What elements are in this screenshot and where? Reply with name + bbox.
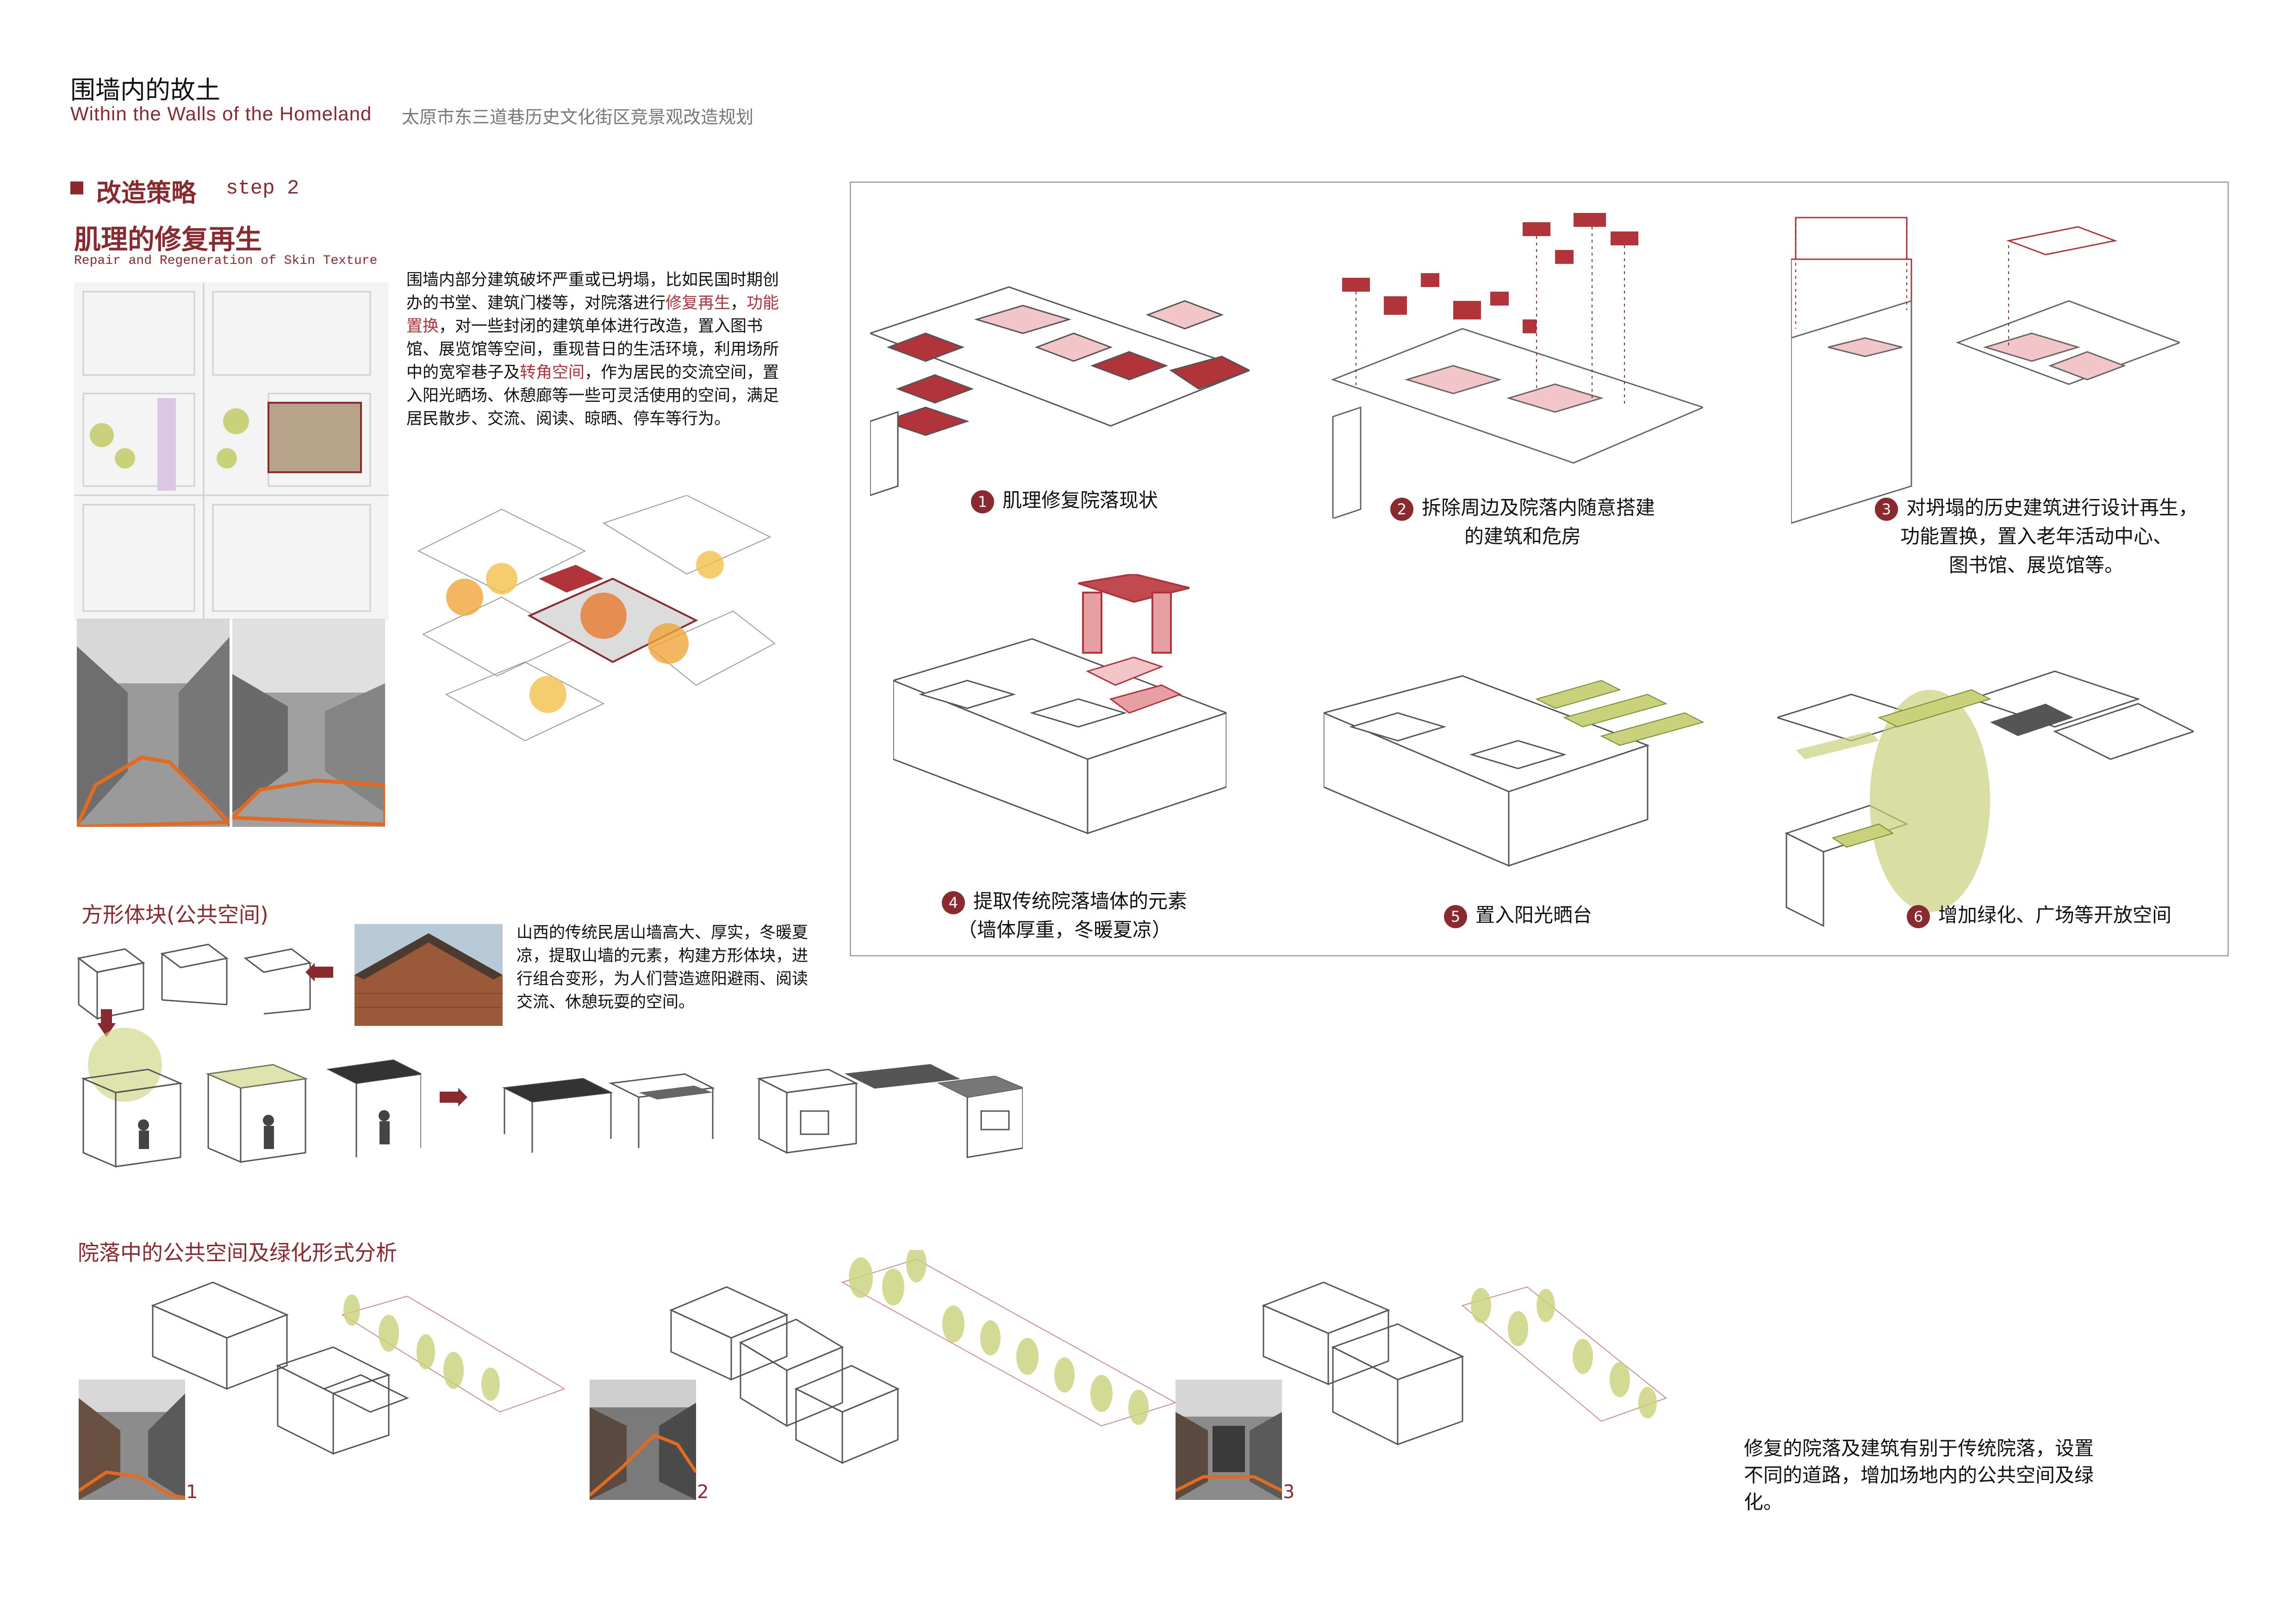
step-2-caption: 2 拆除周边及院落内随意搭建 的建筑和危房 (1388, 493, 1657, 551)
intro-text-2: ，对一些封闭的建筑单体进行改造，置入图书馆、展览馆等空间，重现昔日的生活环境，利… (406, 317, 779, 382)
intro-sep: ， (730, 294, 747, 312)
courtyard-photo-3-label: 3 (1283, 1481, 1295, 1503)
courtyard-section-text: 修复的院落及建筑有别于传统院落，设置不同的道路，增加场地内的公共空间及绿化。 (1744, 1437, 2094, 1513)
step-3-number: 3 (1874, 497, 1898, 521)
highlight-repair: 修复再生 (666, 294, 731, 312)
step-3-text-3: 图书馆、展览馆等。 (1948, 554, 2124, 576)
step-4-number: 4 (941, 891, 965, 914)
step-1-text: 肌理修复院落现状 (1002, 489, 1158, 512)
highlight-corner: 转角空间 (520, 363, 585, 382)
block-combination-1 (502, 1073, 716, 1153)
street-photo-1 (77, 618, 230, 827)
sub-heading-en: Repair and Regeneration of Skin Texture (74, 254, 378, 268)
step-4-text: 提取传统院落墙体的元素 (973, 890, 1187, 912)
arrow-right (440, 1088, 467, 1106)
courtyard-diagram-3 (1262, 1281, 1668, 1446)
step-5-caption: 5 置入阳光晒台 (1388, 901, 1648, 930)
step-2-diagram (1331, 213, 1703, 518)
intro-paragraph: 围墙内部分建筑破坏严重或已坍塌，比如民国时期创办的书堂、建筑门楼等，对院落进行修… (406, 269, 786, 431)
intro-text-1: 围墙内部分建筑破坏严重或已坍塌，比如民国时期创办的书堂、建筑门楼等，对院落进行 (406, 271, 779, 312)
block-people-diagrams (81, 1028, 421, 1168)
street-photo-2 (232, 618, 385, 827)
sub-heading: 肌理的修复再生 (74, 224, 262, 255)
courtyard-photo-1-label: 1 (186, 1481, 198, 1503)
courtyard-photo-2-label: 2 (697, 1481, 709, 1503)
step-5-text: 置入阳光晒台 (1475, 904, 1592, 926)
page-title: 围墙内的故土 (70, 75, 220, 105)
courtyard-photo-3 (1176, 1380, 1282, 1500)
block-combination-2 (756, 1064, 1023, 1158)
page-subtitle: 太原市东三道巷历史文化街区竞景观改造规划 (402, 107, 754, 127)
step-4-text-2: （墙体厚重，冬暖夏凉） (957, 918, 1171, 941)
highlight-function: 功能置换 (406, 294, 779, 336)
step-6-caption: 6 增加绿化、广场等开放空间 (1907, 901, 2221, 930)
courtyard-diagram-1 (151, 1281, 565, 1455)
step-3-text-2: 功能置换，置入老年活动中心、 (1900, 525, 2172, 548)
step-6-number: 6 (1907, 905, 1930, 928)
page-title-en: Within the Walls of the Homeland (70, 103, 372, 125)
step-5-diagram (1324, 675, 1705, 867)
site-plan (74, 282, 389, 620)
step-4-diagram (893, 574, 1226, 835)
courtyard-diagram-2 (669, 1250, 1176, 1464)
step-2-number: 2 (1390, 497, 1413, 521)
step-2-text-2: 的建筑和危房 (1464, 525, 1581, 548)
section-heading: 改造策略 (96, 178, 196, 207)
section-marker (70, 181, 83, 194)
step-5-number: 5 (1444, 905, 1467, 928)
courtyard-section-heading: 院落中的公共空间及绿化形式分析 (78, 1240, 397, 1265)
courtyard-photo-1 (79, 1380, 185, 1500)
step-1-caption: 1 肌理修复院落现状 (926, 486, 1203, 515)
arrow-left (305, 963, 333, 981)
axonometric-perspective (409, 495, 779, 755)
gable-photo (355, 924, 503, 1026)
step-1-number: 1 (971, 490, 994, 513)
step-3-diagram (1791, 217, 2180, 524)
step-2-text: 拆除周边及院落内随意搭建 (1421, 496, 1655, 519)
step-6-diagram (1777, 670, 2194, 927)
step-3-text: 对坍塌的历史建筑进行设计再生， (1906, 496, 2198, 519)
block-section-text: 山西的传统民居山墙高大、厚实，冬暖夏凉，提取山墙的元素，构建方形体块，进行组合变… (516, 924, 809, 1012)
courtyard-photo-2 (590, 1380, 696, 1500)
step-1-diagram (870, 286, 1250, 496)
step-6-text: 增加绿化、广场等开放空间 (1938, 904, 2172, 926)
arrow-down (97, 1009, 116, 1037)
intro-text-3: ，作为居民的交流空间，置入阳光晒场、休憩廊等一些可灵活使用的空间，满足居民散步、… (406, 363, 779, 428)
block-section-heading: 方形体块(公共空间) (81, 902, 268, 927)
block-diagrams (77, 943, 312, 1020)
step-3-caption: 3 对坍塌的历史建筑进行设计再生， 功能置换，置入老年活动中心、 图书馆、展览馆等… (1847, 493, 2226, 580)
steps-frame (850, 181, 2229, 956)
section-step: step 2 (226, 177, 299, 200)
step-4-caption: 4 提取传统院落墙体的元素 （墙体厚重，冬暖夏凉） (907, 887, 1222, 944)
